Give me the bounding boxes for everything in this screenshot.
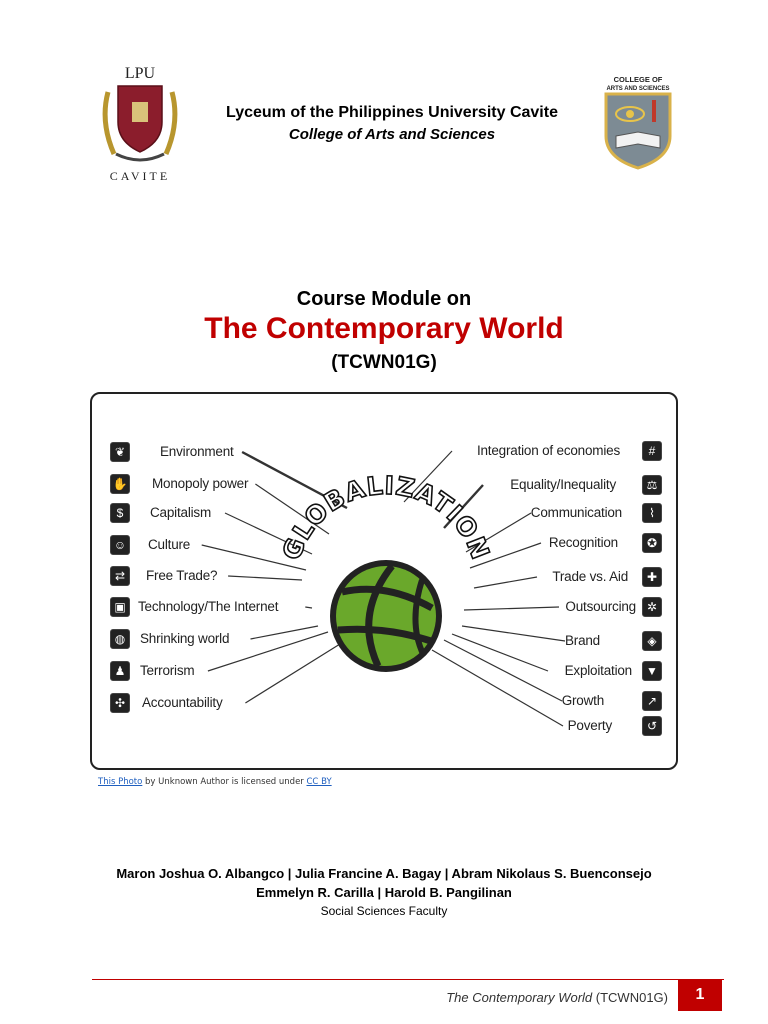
topic-label-right: Outsourcing [565, 599, 636, 614]
tag-icon: ◈ [642, 631, 662, 651]
footer-course-name: The Contemporary World [446, 990, 593, 1005]
topic-label-right: Integration of economies [476, 443, 620, 458]
globalization-diagram: GLOBALIZATION ❦ Environment ✋ Monopoly powe… [90, 392, 678, 770]
photo-credit: This Photo by Unknown Author is licensed… [98, 777, 332, 787]
spoke-line [451, 633, 549, 672]
college-name: College of Arts and Sciences [288, 126, 496, 143]
globalization-word: GLOBALIZATION [277, 471, 496, 564]
spoke-line [443, 639, 563, 702]
footer-course-code: (TCWN01G) [592, 990, 668, 1005]
grid-icon: # [642, 441, 662, 461]
topic-label-left: Terrorism [140, 663, 195, 678]
topic-label-left: Monopoly power [152, 476, 249, 491]
spoke-line [255, 483, 330, 535]
exchange-icon: ⇄ [110, 566, 130, 586]
topic-label-left: Free Trade? [146, 568, 218, 583]
spoke-line [403, 450, 453, 503]
faculty-label: Social Sciences Faculty [320, 904, 448, 918]
lpu-logo-text: LPU [125, 65, 156, 82]
aid-icon: ✚ [642, 567, 662, 587]
module-title: The Contemporary World [204, 312, 564, 345]
cas-logo-text-2: ARTS AND SCIENCES [606, 86, 669, 92]
globe-icon: ◍ [110, 629, 130, 649]
spoke-line [241, 450, 348, 510]
module-code: (TCWN01G) [331, 352, 437, 373]
spoke-line [461, 625, 566, 642]
spoke-line [201, 544, 307, 571]
handshake-icon: ✋ [110, 474, 130, 494]
footer-rule [92, 979, 724, 980]
hand-icon: ↺ [642, 716, 662, 736]
outsourcing-icon: ✲ [642, 597, 662, 617]
leaf-icon: ❦ [110, 442, 130, 462]
award-icon: ✪ [642, 533, 662, 553]
photo-link[interactable]: This Photo [98, 777, 143, 787]
topic-label-left: Environment [160, 444, 234, 459]
dollar-icon: $ [110, 503, 130, 523]
network-icon: ✣ [110, 693, 130, 713]
scales-icon: ⚖ [642, 475, 662, 495]
topic-label-left: Capitalism [150, 505, 212, 520]
spoke-line [228, 575, 303, 581]
lpu-logo-sub: CAVITE [110, 169, 170, 183]
topic-label-left: Shrinking world [140, 631, 230, 646]
cas-logo: COLLEGE OF ARTS AND SCIENCES [600, 74, 676, 170]
module-label: Course Module on [296, 288, 472, 310]
credit-text: by Unknown Author is licensed under [142, 777, 307, 787]
institution-name: Lyceum of the Philippines University Cav… [226, 104, 558, 121]
globe [330, 560, 442, 672]
masks-icon: ☺ [110, 535, 130, 555]
spoke-line [207, 631, 329, 672]
topic-label-right: Trade vs. Aid [552, 569, 628, 584]
topic-label-right: Exploitation [564, 663, 633, 678]
diagram-spokes [201, 450, 566, 727]
spoke-line [305, 606, 313, 609]
spoke-line [443, 484, 484, 529]
topic-label-left: Culture [148, 537, 191, 552]
topic-label-right: Poverty [567, 718, 613, 733]
topic-label-right: Brand [564, 633, 600, 648]
funnel-icon: ▼ [642, 661, 662, 681]
spoke-line [245, 643, 341, 704]
footer-course: The Contemporary World (TCWN01G) [446, 990, 668, 1005]
diagram-graphics: GLOBALIZATION [201, 450, 566, 727]
spoke-line [250, 625, 319, 640]
spoke-line [469, 542, 542, 569]
topic-label-right: Growth [561, 693, 605, 708]
topic-label-left: Technology/The Internet [138, 599, 279, 614]
topic-label-left: Accountability [142, 695, 223, 710]
topic-label-right: Communication [530, 505, 622, 520]
chart-up-icon: ↗ [642, 691, 662, 711]
page-number: 1 [678, 979, 722, 1011]
spoke-line [463, 606, 560, 611]
spoke-line [224, 512, 313, 555]
spoke-line [473, 576, 538, 589]
cas-logo-text-1: COLLEGE OF [614, 75, 663, 84]
authors-line-1: Maron Joshua O. Albangco | Julia Francin… [116, 866, 652, 881]
topic-label-right: Recognition [548, 535, 618, 550]
spoke-line [465, 512, 532, 553]
spoke-line [431, 649, 564, 727]
lpu-cavite-logo: LPU CAVITE [96, 62, 184, 184]
topic-label-right: Equality/Inequality [510, 477, 616, 492]
computer-icon: ▣ [110, 597, 130, 617]
authors-line-2: Emmelyn R. Carilla | Harold B. Pangilina… [256, 885, 512, 900]
license-link[interactable]: CC BY [306, 777, 332, 787]
antenna-icon: ⌇ [642, 503, 662, 523]
person-icon: ♟ [110, 661, 130, 681]
